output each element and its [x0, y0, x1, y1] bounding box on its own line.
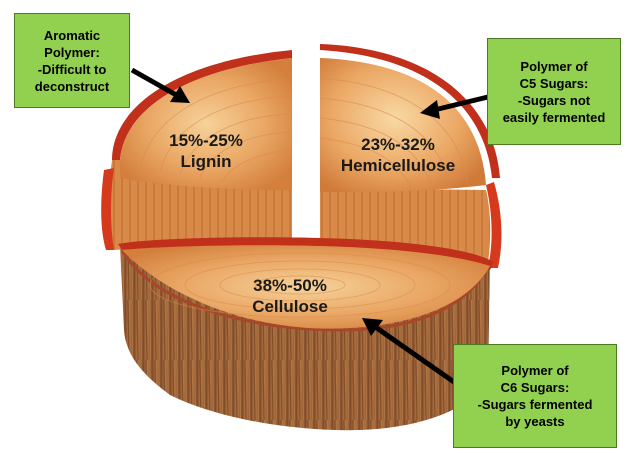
callout-line: -Difficult to — [15, 61, 129, 78]
callout-line: C5 Sugars: — [488, 75, 620, 92]
lignin-name: Lignin — [181, 152, 232, 171]
callout-line: -Sugars fermented — [454, 396, 616, 413]
lignin-percent: 15%-25% — [169, 131, 243, 150]
callout-line: Polymer of — [454, 362, 616, 379]
hemicellulose-name: Hemicellulose — [341, 156, 455, 175]
callout-line: Aromatic — [15, 27, 129, 44]
cellulose-segment — [118, 237, 494, 430]
callout-line: -Sugars not — [488, 92, 620, 109]
cellulose-name: Cellulose — [252, 297, 328, 316]
callout-line: easily fermented — [488, 109, 620, 126]
callout-line: C6 Sugars: — [454, 379, 616, 396]
callout-line: Polymer: — [15, 44, 129, 61]
callout-line: deconstruct — [15, 78, 129, 95]
callout-line: Polymer of — [488, 58, 620, 75]
cellulose-percent: 38%-50% — [253, 276, 327, 295]
hemicellulose-percent: 23%-32% — [361, 135, 435, 154]
callout-line: by yeasts — [454, 413, 616, 430]
cellulose-callout: Polymer of C6 Sugars: -Sugars fermented … — [453, 344, 617, 448]
hemicellulose-callout: Polymer of C5 Sugars: -Sugars not easily… — [487, 38, 621, 145]
lignin-callout: Aromatic Polymer: -Difficult to deconstr… — [14, 13, 130, 108]
